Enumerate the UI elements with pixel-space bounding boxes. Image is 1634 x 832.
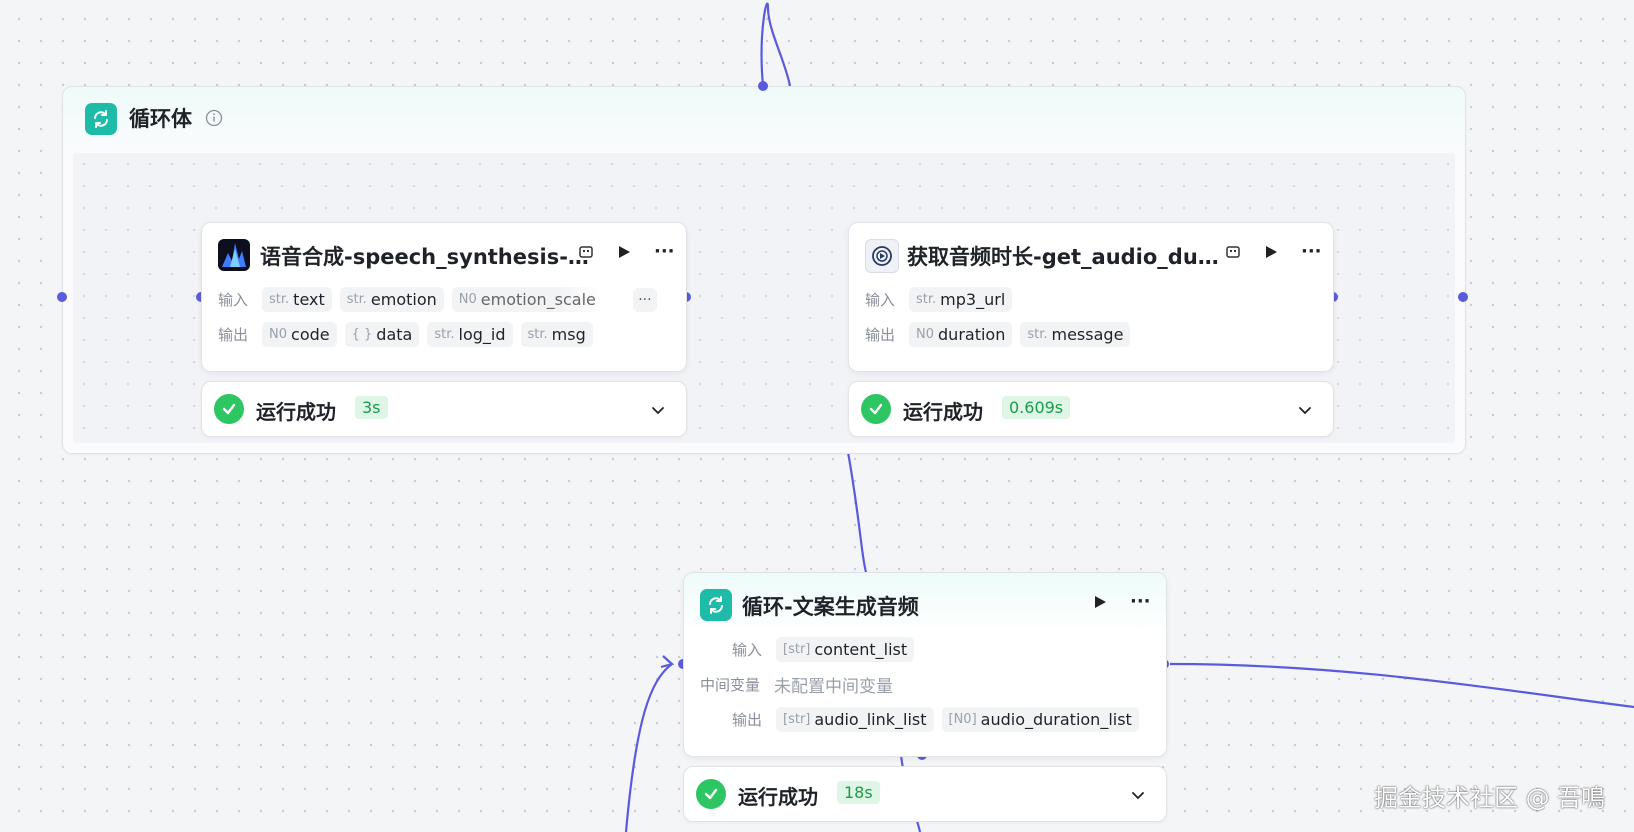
watermark: 掘金技术社区 @ 吾鳴 xyxy=(1374,784,1606,812)
success-check-icon xyxy=(696,779,726,809)
node-title: 获取音频时长-get_audio_du… xyxy=(907,245,1219,269)
input-tag: str.mp3_url xyxy=(909,287,1013,312)
success-check-icon xyxy=(861,394,891,424)
more-inputs-button[interactable]: ··· xyxy=(632,287,657,312)
status-time-badge: 0.609s xyxy=(1002,396,1071,419)
loop-text-to-audio-node[interactable]: 循环-文案生成音频 ··· 输入 [str]content_list 中间变量 … xyxy=(683,572,1167,757)
edge-bottom-incoming xyxy=(624,663,673,832)
input-tag: [str]content_list xyxy=(776,637,915,662)
status-label: 运行成功 xyxy=(903,400,983,424)
get-audio-duration-node[interactable]: 获取音频时长-get_audio_du… ··· 输入 str.mp3_url … xyxy=(848,222,1334,372)
status-time-badge: 3s xyxy=(355,396,388,419)
input-label: 输入 xyxy=(865,291,896,309)
output-tag: [N0]audio_duration_list xyxy=(941,707,1139,732)
output-tag: str.log_id xyxy=(427,322,513,347)
debug-icon[interactable] xyxy=(578,244,594,260)
edge-container-to-loop xyxy=(846,451,868,573)
output-row: 输出 [str]audio_link_list [N0]audio_durati… xyxy=(732,707,1139,732)
status-label: 运行成功 xyxy=(738,785,818,809)
chevron-down-icon[interactable] xyxy=(1130,787,1146,803)
container-entry-port[interactable] xyxy=(57,292,67,302)
speech-synthesis-node[interactable]: 语音合成-speech_synthesis-… ··· 输入 str.text … xyxy=(201,222,687,372)
status-time-badge: 18s xyxy=(837,781,880,804)
middle-variable-value: 未配置中间变量 xyxy=(774,677,894,697)
node-title: 循环-文案生成音频 xyxy=(742,595,919,619)
run-icon[interactable] xyxy=(1263,244,1279,260)
speech-waveform-icon xyxy=(218,239,250,271)
output-tag: [str]audio_link_list xyxy=(776,707,934,732)
edge-loop-out-right xyxy=(1169,662,1634,709)
output-label: 输出 xyxy=(732,711,763,729)
output-tag: str.msg xyxy=(520,322,593,347)
duration-run-status[interactable]: 运行成功 0.609s xyxy=(848,381,1334,437)
output-tag: str.message xyxy=(1020,322,1131,347)
container-exit-port[interactable] xyxy=(1458,292,1468,302)
node-title: 语音合成-speech_synthesis-… xyxy=(260,245,589,269)
input-row: 输入 str.mp3_url xyxy=(865,287,1013,312)
loop-run-status[interactable]: 运行成功 18s xyxy=(683,766,1167,822)
status-label: 运行成功 xyxy=(256,400,336,424)
more-icon[interactable]: ··· xyxy=(654,241,675,262)
chevron-down-icon[interactable] xyxy=(1297,402,1313,418)
input-row: 输入 [str]content_list xyxy=(732,637,915,662)
more-icon[interactable]: ··· xyxy=(1130,591,1151,612)
run-icon[interactable] xyxy=(616,244,632,260)
run-icon[interactable] xyxy=(1092,594,1108,610)
audio-plugin-icon xyxy=(865,239,899,273)
loop-icon xyxy=(700,589,732,621)
debug-icon[interactable] xyxy=(1225,244,1241,260)
output-label: 输出 xyxy=(218,326,249,344)
success-check-icon xyxy=(214,394,244,424)
speech-run-status[interactable]: 运行成功 3s xyxy=(201,381,687,437)
input-tag: str.emotion xyxy=(339,287,444,312)
info-icon[interactable] xyxy=(205,109,223,127)
input-label: 输入 xyxy=(732,641,763,659)
loop-icon xyxy=(85,103,117,135)
chevron-down-icon[interactable] xyxy=(650,402,666,418)
middle-variable-row: 中间变量 未配置中间变量 xyxy=(700,672,893,697)
input-tag: str.text xyxy=(262,287,332,312)
container-top-port[interactable] xyxy=(758,81,768,91)
input-label: 输入 xyxy=(218,291,249,309)
loop-body-title: 循环体 xyxy=(129,107,192,131)
more-icon[interactable]: ··· xyxy=(1301,241,1322,262)
middle-variable-label: 中间变量 xyxy=(700,676,761,694)
edge-top-incoming xyxy=(760,2,792,87)
arrow-loop-in xyxy=(660,655,675,669)
output-label: 输出 xyxy=(865,326,896,344)
output-tag: { }data xyxy=(344,322,420,347)
